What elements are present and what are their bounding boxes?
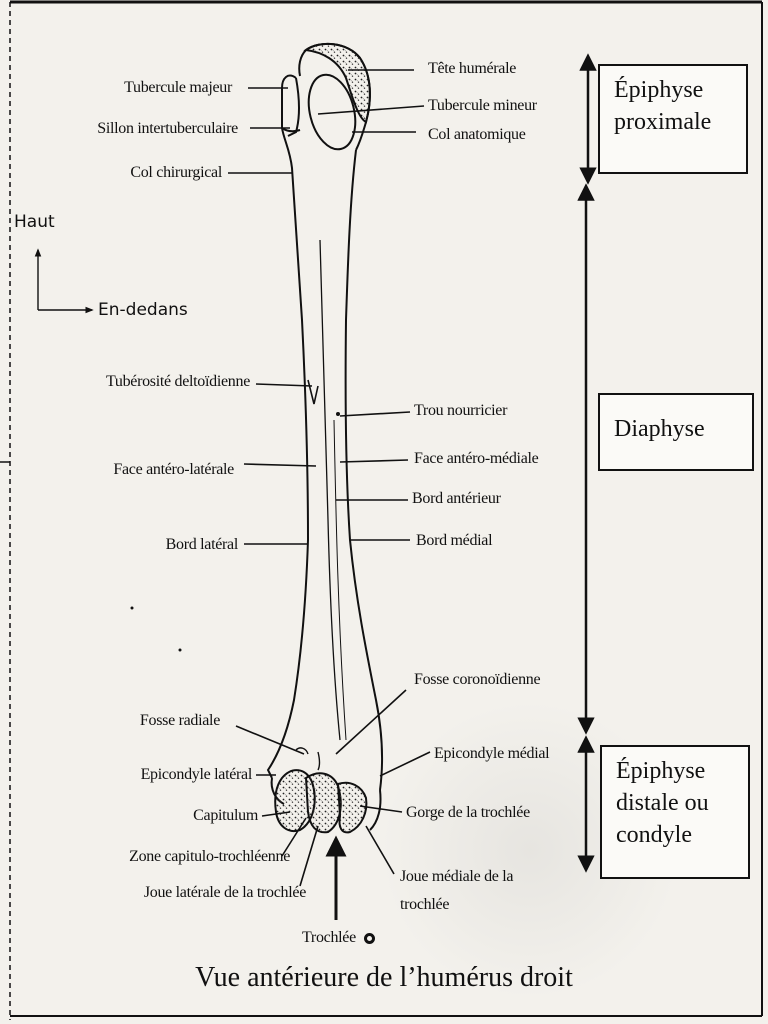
trochlee-text: Trochlée	[302, 929, 356, 946]
leader-lines	[228, 69, 431, 887]
humerus-bone	[266, 42, 384, 831]
orientation-haut: Haut	[14, 212, 55, 232]
label-bord-medial: Bord médial	[416, 532, 493, 549]
region-proximale-line2: proximale	[614, 109, 712, 135]
label-bord-anterieur: Bord antérieur	[412, 490, 501, 507]
label-bord-lateral: Bord latéral	[165, 536, 239, 553]
orientation-arrows	[34, 248, 94, 314]
label-fosse-radiale: Fosse radiale	[139, 712, 220, 729]
orientation-en-dedans: En-dedans	[98, 300, 188, 320]
label-face-antero-mediale: Face antéro-médiale	[414, 450, 539, 467]
label-tete-humerale: Tête humérale	[428, 60, 517, 77]
speck	[130, 606, 134, 610]
region-distale-line2: distale ou	[616, 790, 709, 816]
label-fosse-coronoidienne: Fosse coronoïdienne	[414, 671, 541, 688]
label-epicondyle-medial: Epicondyle médial	[434, 745, 550, 762]
reference-circle-icon	[363, 932, 375, 944]
label-joue-mediale-trochlee-line1: Joue médiale de la	[400, 868, 514, 885]
label-face-antero-laterale: Face antéro-latérale	[113, 461, 234, 478]
label-tubercule-majeur: Tubercule majeur	[124, 79, 232, 96]
region-proximale-line1: Épiphyse	[614, 77, 704, 103]
articular-surfaces	[274, 42, 371, 834]
label-trochlee: Trochlée	[302, 929, 375, 947]
speck	[178, 648, 182, 652]
label-tubercule-mineur: Tubercule mineur	[428, 97, 537, 114]
region-distale-line1: Épiphyse	[616, 758, 706, 784]
label-joue-mediale-trochlee-line2: trochlée	[400, 896, 450, 913]
label-epicondyle-lateral: Epicondyle latéral	[140, 766, 253, 783]
label-col-anatomique: Col anatomique	[428, 126, 526, 143]
label-zone-capitulo-trochleenne: Zone capitulo-trochléenne	[129, 848, 290, 865]
label-tuberosite-deltoidienne: Tubérosité deltoïdienne	[105, 373, 250, 390]
label-col-chirurgical: Col chirurgical	[130, 164, 222, 181]
label-trou-nourricier: Trou nourricier	[414, 402, 508, 419]
region-arrows	[577, 53, 597, 873]
region-diaphyse-label: Diaphyse	[614, 416, 705, 442]
nutrient-foramen-mark	[336, 412, 340, 416]
region-diaphyse: Diaphyse	[598, 393, 754, 471]
label-gorge-trochlee: Gorge de la trochlée	[406, 804, 530, 821]
label-sillon-intertuberculaire: Sillon intertuberculaire	[97, 120, 238, 137]
region-distale-line3: condyle	[616, 822, 692, 848]
label-capitulum: Capitulum	[193, 807, 258, 824]
figure-caption: Vue antérieure de l’humérus droit	[195, 962, 573, 993]
region-epiphyse-proximale: Épiphyse proximale	[598, 64, 748, 174]
region-epiphyse-distale: Épiphyse distale ou condyle	[600, 745, 750, 879]
label-joue-laterale-trochlee: Joue latérale de la trochlée	[143, 884, 306, 901]
